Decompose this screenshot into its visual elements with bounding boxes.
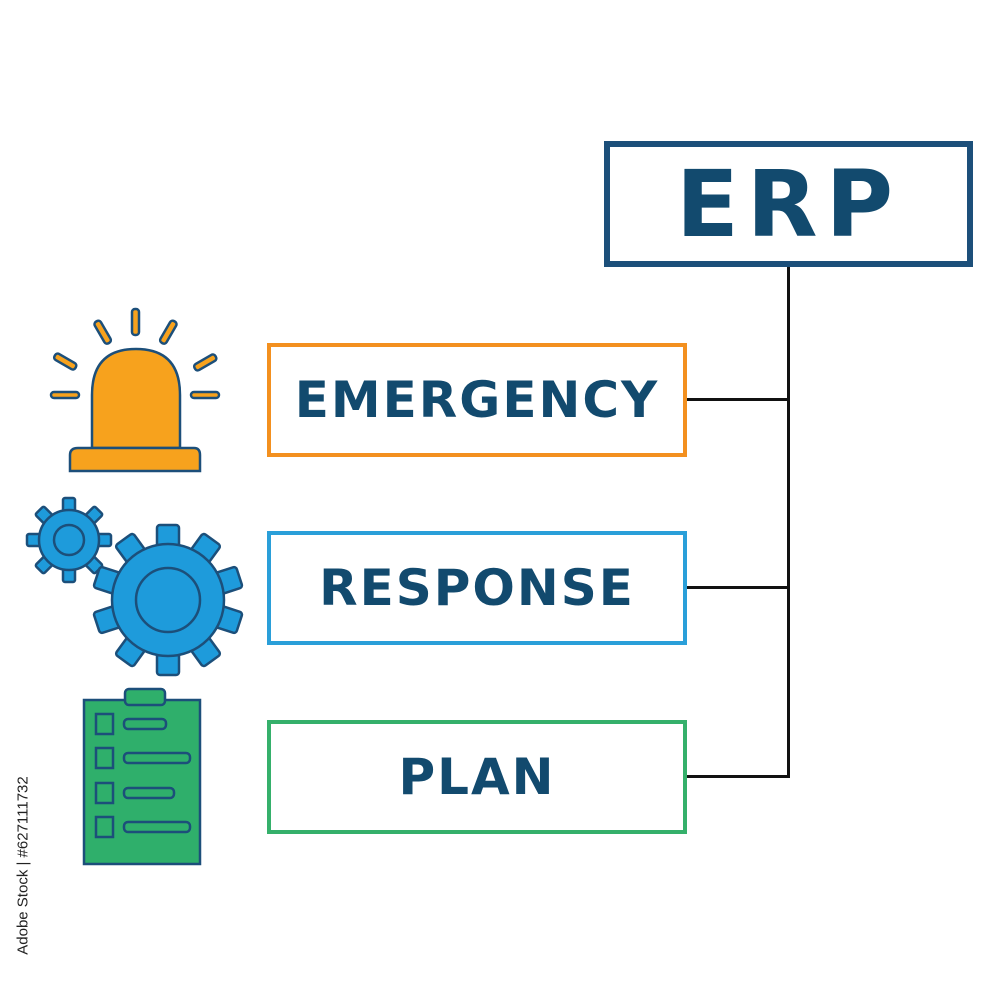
connector-emergency xyxy=(687,398,789,401)
watermark-side-text: Adobe Stock | #627111732 xyxy=(6,770,40,960)
emergency-label: EMERGENCY xyxy=(294,371,660,429)
connector-plan xyxy=(687,775,789,778)
plan-box: PLAN xyxy=(267,720,687,834)
response-box: RESPONSE xyxy=(267,531,687,645)
clipboard-checklist-icon xyxy=(82,687,202,866)
plan-label: PLAN xyxy=(398,748,556,806)
gears-icon xyxy=(25,496,244,677)
watermark-side-label: Adobe Stock | #627111732 xyxy=(14,775,32,955)
erp-title-label: ERP xyxy=(675,150,902,258)
erp-title-box: ERP xyxy=(604,141,973,267)
response-label: RESPONSE xyxy=(319,559,635,617)
emergency-box: EMERGENCY xyxy=(267,343,687,457)
siren-icon xyxy=(49,307,221,473)
connector-response xyxy=(687,586,789,589)
connector-trunk xyxy=(787,267,790,778)
